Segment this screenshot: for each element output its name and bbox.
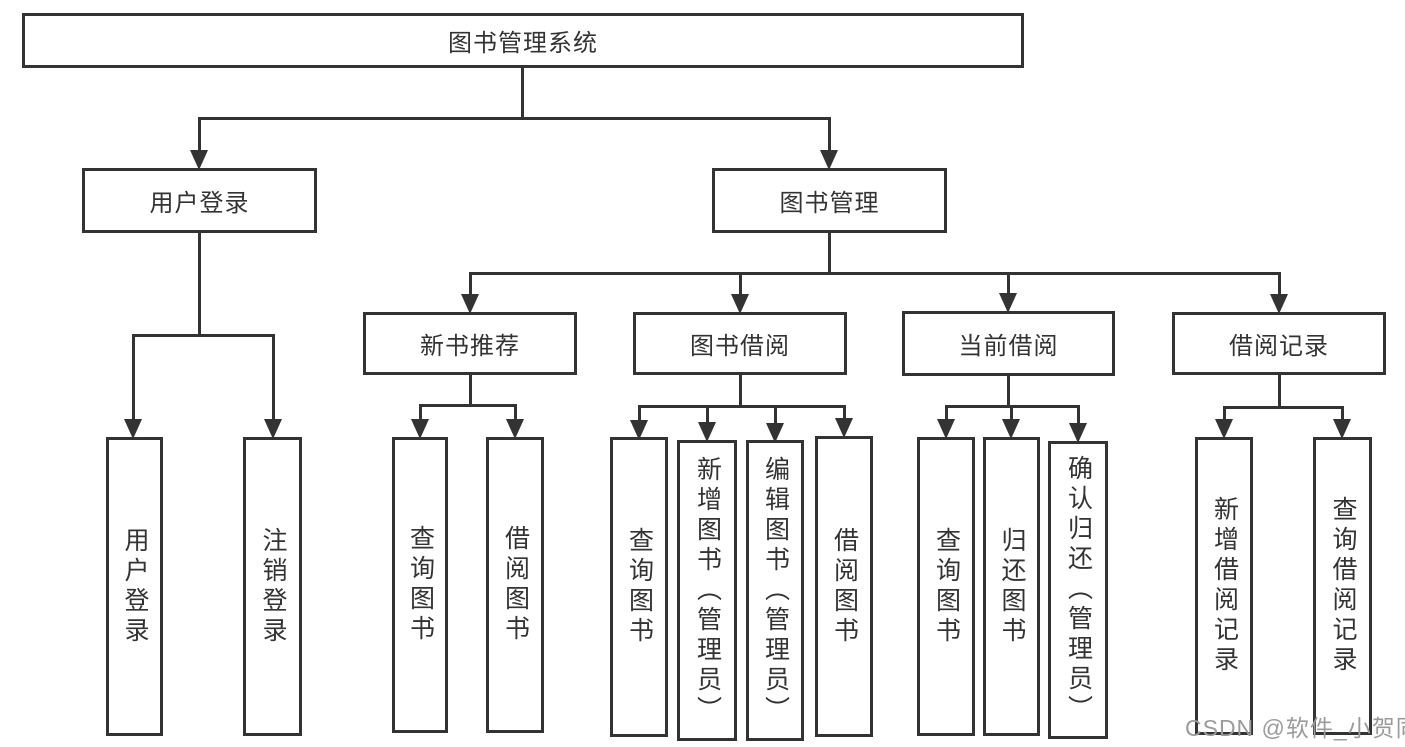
node-label: 查询图书 bbox=[932, 526, 961, 647]
node-label: 归还图书 bbox=[998, 526, 1026, 647]
node-leaf-query-books-current: 查询图书 bbox=[917, 437, 975, 736]
node-user-login: 用户登录 bbox=[82, 168, 317, 233]
arrowhead-icon bbox=[124, 419, 142, 439]
arrowhead-icon bbox=[630, 420, 648, 440]
connector-line bbox=[418, 404, 517, 407]
node-label: 借阅记录 bbox=[1229, 333, 1329, 360]
arrow-shaft bbox=[1009, 405, 1013, 421]
node-leaf-query-books-borrow: 查询图书 bbox=[610, 437, 668, 737]
arrowhead-icon bbox=[937, 419, 955, 439]
connector-line bbox=[131, 334, 275, 337]
arrowhead-icon bbox=[1270, 294, 1288, 314]
node-leaf-confirm-return-admin: 确认归还（管理员） bbox=[1048, 441, 1108, 739]
arrowhead-icon bbox=[698, 422, 716, 442]
node-leaf-user-login: 用户登录 bbox=[106, 437, 163, 736]
arrowhead-icon bbox=[1333, 419, 1351, 439]
node-leaf-return-books: 归还图书 bbox=[983, 437, 1040, 736]
connector-line bbox=[468, 272, 1281, 275]
arrow-shaft bbox=[944, 405, 948, 421]
arrowhead-icon bbox=[411, 419, 429, 439]
arrow-shaft bbox=[738, 272, 742, 296]
arrowhead-icon bbox=[461, 294, 479, 314]
connector-line bbox=[1006, 374, 1010, 408]
arrow-shaft bbox=[705, 405, 709, 424]
arrow-shaft bbox=[842, 405, 846, 420]
connector-line bbox=[1277, 373, 1281, 409]
arrow-shaft bbox=[418, 404, 422, 421]
connector-line bbox=[197, 231, 201, 336]
arrowhead-icon bbox=[506, 419, 524, 439]
node-leaf-query-books-rec: 查询图书 bbox=[392, 437, 448, 733]
arrow-shaft bbox=[1277, 272, 1281, 296]
arrowhead-icon bbox=[766, 423, 784, 443]
node-label: 图书管理系统 bbox=[448, 30, 598, 57]
node-label: 借阅图书 bbox=[501, 525, 530, 645]
node-label: 借阅图书 bbox=[830, 526, 859, 647]
arrowhead-icon bbox=[190, 150, 208, 170]
node-label: 确认归还（管理员） bbox=[1064, 455, 1093, 725]
node-leaf-logout: 注销登录 bbox=[243, 437, 302, 736]
arrowhead-icon bbox=[835, 418, 853, 438]
node-label: 查询图书 bbox=[625, 527, 654, 647]
arrowhead-icon bbox=[820, 150, 838, 170]
node-current-borrowing: 当前借阅 bbox=[902, 311, 1115, 376]
arrow-shaft bbox=[513, 404, 517, 421]
node-label: 新书推荐 bbox=[420, 333, 520, 360]
arrow-shaft bbox=[1222, 406, 1226, 421]
node-borrowing-records: 借阅记录 bbox=[1172, 312, 1386, 375]
node-label: 查询借阅记录 bbox=[1329, 496, 1357, 676]
arrow-shaft bbox=[197, 117, 201, 152]
arrow-shaft bbox=[1006, 272, 1010, 295]
node-label: 用户登录 bbox=[121, 526, 149, 647]
node-label: 图书管理 bbox=[779, 190, 880, 217]
connector-line bbox=[197, 117, 831, 120]
arrowhead-icon bbox=[1215, 419, 1233, 439]
node-label: 用户登录 bbox=[149, 190, 250, 217]
arrow-shaft bbox=[1340, 406, 1344, 421]
node-label: 注销登录 bbox=[259, 526, 287, 647]
arrow-shaft bbox=[271, 334, 275, 421]
arrowhead-icon bbox=[999, 293, 1017, 313]
arrowhead-icon bbox=[731, 294, 749, 314]
connector-line bbox=[738, 373, 742, 408]
node-label: 新增借阅记录 bbox=[1210, 496, 1239, 676]
connector-line bbox=[468, 373, 472, 406]
node-root-library-system: 图书管理系统 bbox=[22, 13, 1024, 68]
node-label: 新增图书（管理员） bbox=[693, 455, 722, 726]
connector-line bbox=[637, 405, 846, 408]
arrow-shaft bbox=[1076, 405, 1080, 425]
node-label: 编辑图书（管理员） bbox=[761, 455, 790, 726]
node-label: 图书借阅 bbox=[690, 333, 790, 360]
node-book-borrowing: 图书借阅 bbox=[633, 312, 847, 375]
node-leaf-add-books-admin: 新增图书（管理员） bbox=[677, 440, 737, 741]
node-new-book-recommend: 新书推荐 bbox=[363, 312, 577, 375]
arrowhead-icon bbox=[264, 419, 282, 439]
arrowhead-icon bbox=[1069, 423, 1087, 443]
node-leaf-borrow-books-rec: 借阅图书 bbox=[486, 437, 544, 733]
connector-line bbox=[827, 231, 831, 275]
node-leaf-edit-books-admin: 编辑图书（管理员） bbox=[746, 440, 804, 741]
arrow-shaft bbox=[131, 334, 135, 421]
node-label: 当前借阅 bbox=[958, 333, 1059, 360]
csdn-watermark: CSDN @软件_小贺同学 bbox=[1185, 715, 1405, 741]
arrow-shaft bbox=[468, 272, 472, 296]
arrowhead-icon bbox=[1002, 419, 1020, 439]
arrow-shaft bbox=[637, 405, 641, 422]
node-book-management: 图书管理 bbox=[712, 168, 947, 233]
arrow-shaft bbox=[773, 405, 777, 425]
node-leaf-borrow-books-borrow: 借阅图书 bbox=[815, 436, 873, 737]
arrow-shaft bbox=[827, 117, 831, 152]
connector-line bbox=[1222, 406, 1344, 409]
node-label: 查询图书 bbox=[406, 525, 435, 645]
node-leaf-query-borrow-record: 查询借阅记录 bbox=[1313, 437, 1372, 735]
node-leaf-add-borrow-record: 新增借阅记录 bbox=[1195, 437, 1253, 735]
connector-line bbox=[520, 66, 524, 120]
